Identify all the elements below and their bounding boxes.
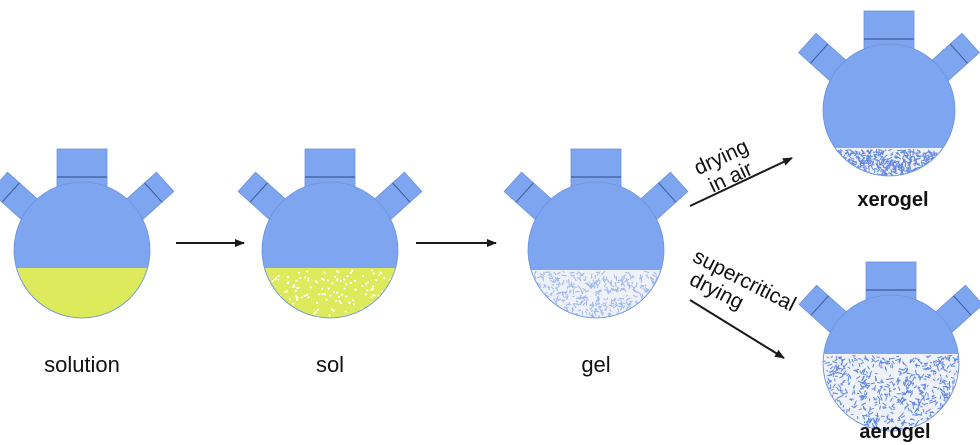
label-solution: solution [44,352,120,377]
arrow-gel-to-xerogel [689,157,793,207]
flask-contents [14,268,150,318]
flask-bulb [823,44,955,176]
flask-contents [262,268,398,318]
arrow-gel-to-aerogel [689,299,785,359]
flask-sol [237,148,423,319]
label-aerogel: aerogel [859,421,930,443]
flask-solution [0,148,175,319]
flask-aerogel [798,261,980,432]
label-sol: sol [316,352,344,377]
label-xerogel: xerogel [857,189,928,211]
flask-xerogel [798,10,980,177]
flask-gel [503,148,689,319]
label-gel: gel [581,352,610,377]
flask-contents [823,148,955,176]
